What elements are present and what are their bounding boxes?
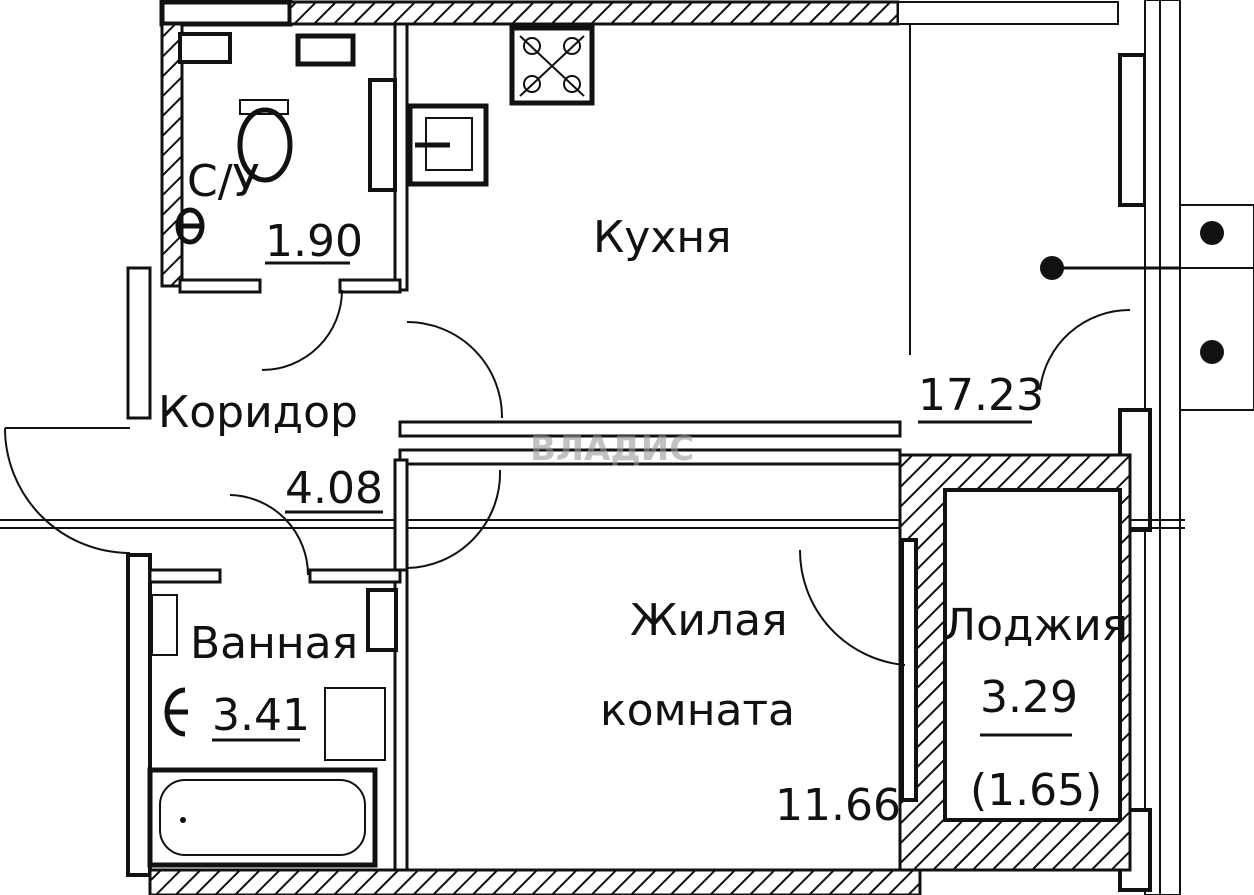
- living-name-line1: Жилая: [630, 595, 788, 646]
- washing-machine-icon: [324, 687, 386, 761]
- riser-icon: [368, 78, 397, 192]
- living-name-line2: комната: [600, 685, 795, 736]
- doors: [4, 289, 1131, 666]
- loggia-area: 3.29: [980, 672, 1078, 723]
- corridor-name: Коридор: [158, 387, 358, 438]
- living-area: 11.66: [775, 780, 901, 831]
- kitchen-name: Кухня: [593, 212, 732, 263]
- bathtub-icon: [147, 767, 378, 868]
- bathroom-area: 3.41: [212, 690, 310, 741]
- wc-area: 1.90: [265, 216, 363, 267]
- fixtures: [147, 25, 595, 868]
- stove-icon: [509, 25, 595, 106]
- wc-name: С/У: [187, 156, 260, 207]
- loggia-name: Лоджия: [943, 600, 1128, 651]
- bathroom-name: Ванная: [190, 618, 358, 669]
- watermark: ВЛАДИС: [530, 429, 694, 469]
- kitchen-area: 17.23: [918, 370, 1044, 421]
- kitchen-sink-icon: [407, 103, 489, 187]
- corridor-area: 4.08: [285, 463, 383, 514]
- toilet-icon: [239, 99, 289, 115]
- room-labels: С/У 1.90 Кухня 17.23 Коридор 4.08 Ванная…: [158, 156, 1128, 831]
- washbasin-icon: [151, 594, 178, 656]
- loggia-area-reduced: (1.65): [970, 765, 1102, 816]
